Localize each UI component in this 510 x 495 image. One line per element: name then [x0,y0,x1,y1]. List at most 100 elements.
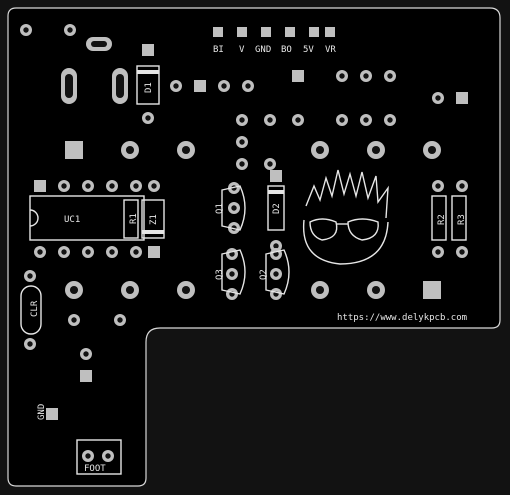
header-label-v: V [239,45,245,55]
resistor-r1: R1 [123,199,139,239]
pad-hole [435,183,441,189]
pad [34,180,46,192]
pad-hole [133,183,139,189]
pad-hole [387,73,393,79]
pad-hole [245,83,251,89]
pad [148,246,160,258]
pad-hole [273,271,279,277]
diode-d1: D1 [136,65,160,105]
pad-hole [315,285,325,295]
pad-hole [109,249,115,255]
pad [46,408,58,420]
pad-hole [61,249,67,255]
pad-hole [181,145,191,155]
label-r1: R1 [129,213,139,224]
label-r2: R2 [437,214,447,225]
pad-hole [427,145,437,155]
pad-hole [109,183,115,189]
pad-hole [267,117,273,123]
header-label-gnd: GND [255,45,271,55]
pad-hole [105,453,111,459]
pad [270,170,282,182]
pad-hole [27,273,33,279]
pad-hole [339,117,345,123]
label-q2: Q2 [259,269,269,280]
label-gnd: GND [37,404,47,420]
header-label-bi: BI [213,45,224,55]
label-q3: Q3 [215,269,225,280]
pad-hole [435,95,441,101]
label-z1: Z1 [149,214,159,225]
pad-hole [459,183,465,189]
pad-hole [85,249,91,255]
pad-hole [315,145,325,155]
label-clr: CLR [30,300,40,317]
pad-hole [69,285,79,295]
pad-hole [221,83,227,89]
resistor-r3: R3 [451,195,467,241]
transistor-q1: Q1 [215,185,246,231]
pad-hole [85,453,91,459]
pad-hole [363,73,369,79]
pad-hole [67,27,73,33]
pad-field [20,24,468,462]
pad-hole [83,351,89,357]
board-outline [7,7,501,487]
pad-hole [267,161,273,167]
label-d1: D1 [144,82,154,93]
pad-hole [435,249,441,255]
pad-hole [295,117,301,123]
pad-hole [133,249,139,255]
pad-hole [371,285,381,295]
pad-hole [151,183,157,189]
label-foot: FOOT [84,464,106,474]
pad-hole [85,183,91,189]
pad-hole [27,341,33,347]
diode-d2: D2 [267,185,285,231]
pad [142,44,154,56]
pad-hole [229,271,235,277]
pad-hole [387,117,393,123]
label-d2: D2 [272,203,282,214]
transistor-q2: Q2 [259,249,290,295]
zener-z1: Z1 [141,199,165,239]
pad [423,281,441,299]
pad-hole [181,285,191,295]
pad-hole [239,139,245,145]
component-clr: CLR [20,285,42,335]
label-uc1: UC1 [64,215,80,225]
mascot-logo [302,169,389,265]
pad-hole [37,249,43,255]
pad-hole [125,145,135,155]
pad-hole [145,115,151,121]
connector-foot: FOOT [76,439,122,475]
header-label-bo: BO [281,45,292,55]
pad-hole [239,161,245,167]
pad [194,80,206,92]
pad-hole [231,205,237,211]
pad-hole [23,27,29,33]
transistor-q3: Q3 [215,249,246,295]
pad-hole [125,285,135,295]
pad-hole [117,317,123,323]
slot-holes [61,37,128,104]
header-label-5v: 5V [303,45,314,55]
ic-uc1: UC1 [29,195,145,241]
pad-hole [173,83,179,89]
header-pads [213,27,335,37]
pad-hole [363,117,369,123]
url-text: https://www.delykpcb.com [337,313,467,323]
resistor-r2: R2 [431,195,447,241]
header-label-vr: VR [325,45,336,55]
pad-hole [459,249,465,255]
pad-hole [71,317,77,323]
pad-hole [339,73,345,79]
pad-hole [61,183,67,189]
pad [65,141,83,159]
pad-hole [239,117,245,123]
label-r3: R3 [457,214,467,225]
pad [292,70,304,82]
label-q1: Q1 [215,203,225,214]
